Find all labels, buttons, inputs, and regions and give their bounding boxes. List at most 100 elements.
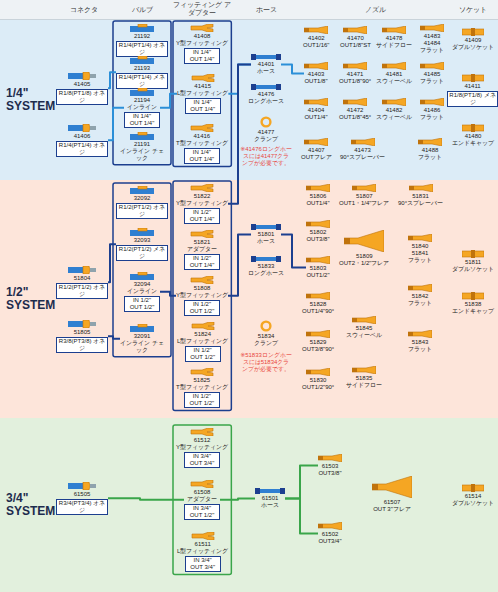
part-number: 51808 xyxy=(194,285,211,292)
part-number: 51807 xyxy=(356,193,373,200)
part-description: フラット xyxy=(408,300,432,307)
part-description: OUT1/8"90° xyxy=(339,78,371,85)
icon-shape xyxy=(255,489,285,493)
icon-shape xyxy=(420,98,444,106)
part-item: 61507OUT 3"フレア xyxy=(372,476,412,513)
part-description: OUT1/2" xyxy=(306,272,329,279)
part-icon xyxy=(343,62,367,70)
part-icon xyxy=(343,98,367,106)
part-number: 41480 xyxy=(465,133,482,140)
part-item: 51801ホース xyxy=(251,224,281,245)
part-icon xyxy=(382,98,406,106)
spec-tag: IN 1/4" OUT 1/4" xyxy=(185,98,221,114)
part-number: 41485 xyxy=(424,71,441,78)
part-item: 41476ロングホース xyxy=(248,84,284,105)
icon-shape xyxy=(471,28,475,36)
part-item: 41486フラット xyxy=(420,98,444,121)
part-description: ロングホース xyxy=(248,98,284,105)
part-description: インライン チェック xyxy=(120,148,164,162)
icon-shape xyxy=(343,100,348,104)
part-description: OUT1/8"45° xyxy=(339,114,371,121)
part-number: 51834 xyxy=(258,333,275,340)
part-icon xyxy=(190,428,214,436)
icon-shape xyxy=(408,286,413,290)
part-icon xyxy=(306,256,330,264)
part-number: 51828 xyxy=(310,301,327,308)
icon-shape xyxy=(251,224,256,230)
part-number: 51835 xyxy=(356,375,373,382)
part-item: 21192R1/4(PT1/4) オネジ xyxy=(116,24,168,57)
icon-shape xyxy=(251,85,281,89)
part-number: 61505 xyxy=(74,491,91,498)
part-number: 21192 xyxy=(134,33,150,40)
note-text: ※51833ロングホースには51834クランプが必要です。 xyxy=(240,352,292,373)
icon-shape xyxy=(306,294,311,298)
icon-shape xyxy=(138,88,147,91)
part-icon xyxy=(191,532,215,540)
icon-shape xyxy=(408,236,413,240)
part-icon xyxy=(408,234,432,242)
connector-line xyxy=(108,336,120,339)
part-number: 41405 xyxy=(74,81,91,88)
part-number: 61501 xyxy=(262,495,279,502)
part-description: フラット xyxy=(420,47,444,54)
icon-shape xyxy=(306,220,330,228)
part-item: 51834クランプ xyxy=(254,320,278,347)
part-item: 61511L型フィッティングIN 3/4" OUT 3/4" xyxy=(177,532,228,572)
icon-shape xyxy=(352,366,376,374)
part-description: Y型フィッティング xyxy=(176,40,228,47)
part-number: 51830 xyxy=(310,377,327,384)
part-number: 21191 xyxy=(134,141,150,148)
icon-shape xyxy=(318,524,323,528)
part-icon xyxy=(68,320,96,328)
part-item: 41401ホース xyxy=(251,54,281,75)
part-number: 41411 xyxy=(464,83,480,90)
spec-tag: R1/8(PT1/8) メネジ xyxy=(447,91,498,107)
part-item: 61512Y型フィッティングIN 3/4" OUT 3/4" xyxy=(176,428,228,468)
icon-shape xyxy=(138,132,147,135)
part-number: 51803 xyxy=(310,265,327,272)
part-item: 21194インラインIN 1/4" OUT 1/4" xyxy=(124,88,160,128)
part-description: ホース xyxy=(257,68,275,75)
icon-shape xyxy=(138,56,147,59)
icon-shape xyxy=(344,238,350,244)
part-icon xyxy=(382,26,406,34)
part-icon xyxy=(462,484,484,492)
part-number: 51831 xyxy=(412,193,429,200)
part-icon xyxy=(128,132,156,140)
connector-line xyxy=(108,108,124,141)
part-icon xyxy=(306,292,330,300)
part-number: 41401 xyxy=(258,61,275,68)
part-description: スウィーベル xyxy=(376,78,412,85)
part-icon xyxy=(306,368,330,376)
part-number: 61503 xyxy=(322,463,339,470)
icon-shape xyxy=(192,532,214,540)
part-number: 51833 xyxy=(258,263,275,270)
part-item: 41405R1/8(PT1/8) オネジ xyxy=(56,72,108,105)
part-description: OUT 3"フレア xyxy=(373,506,411,513)
part-item: 41407OUTフレア xyxy=(301,138,332,161)
part-icon xyxy=(462,74,484,82)
icon-shape xyxy=(352,184,376,192)
part-icon xyxy=(191,74,215,82)
icon-shape xyxy=(352,368,357,372)
icon-shape xyxy=(372,484,378,490)
icon-shape xyxy=(471,484,475,492)
icon-shape xyxy=(192,74,214,82)
part-item: 51830OUT1/2"90° xyxy=(302,368,334,391)
part-description: OUT1/8"ST xyxy=(340,42,371,49)
column-heading: フィッティング アダプター xyxy=(172,1,232,17)
part-description: OUT1/4"90° xyxy=(302,308,334,315)
spec-tag: R1/4(PT1/4) オネジ xyxy=(116,41,168,57)
part-icon xyxy=(128,24,156,32)
part-description: ロングホース xyxy=(248,270,284,277)
part-number: 51801 xyxy=(258,231,275,238)
note-text: ※41476ロングホースには41477クランプが必要です。 xyxy=(240,146,292,167)
part-description: フラット xyxy=(408,346,432,353)
icon-shape xyxy=(409,186,414,190)
icon-shape xyxy=(276,256,281,262)
spec-tag: R1/4(PT1/4) メネジ xyxy=(116,73,168,89)
part-number: 51845 xyxy=(356,325,373,332)
system-band: 3/4" SYSTEM61505R3/4(PT3/4) オネジ61512Y型フィ… xyxy=(0,418,498,592)
part-icon xyxy=(190,276,214,284)
